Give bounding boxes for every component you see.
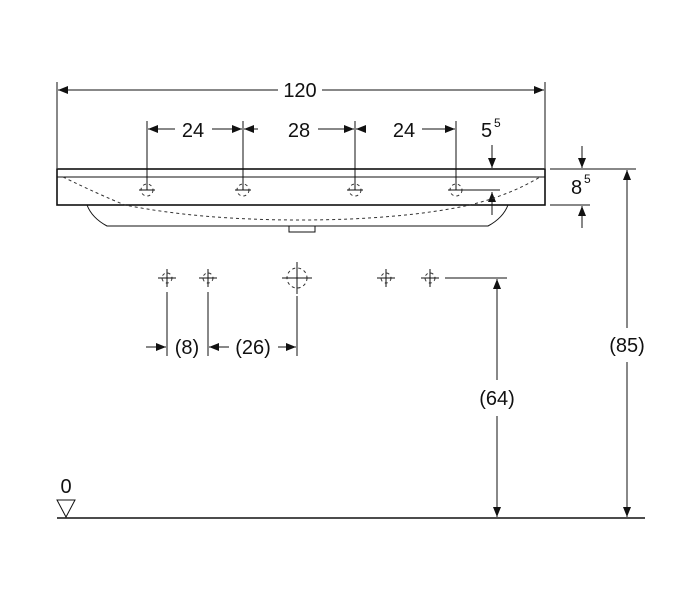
drain-outlet <box>288 225 316 233</box>
level-marker-icon <box>56 499 76 519</box>
rim-thickness-sup: 5 <box>584 172 591 186</box>
connection-height-dimension: (64) <box>479 279 515 517</box>
tap-holes <box>139 183 464 197</box>
drain-offset-label: (26) <box>235 337 271 359</box>
spacing-2-label: 28 <box>288 120 310 142</box>
connection-point <box>421 269 439 287</box>
drain-connection-point <box>282 262 312 294</box>
wall-connection-points <box>158 262 507 294</box>
connection-point <box>199 269 217 287</box>
top-offset-dimension: 5 5 <box>456 116 501 215</box>
tap-hole <box>448 183 464 197</box>
floor-level-label: 0 <box>60 476 71 498</box>
top-offset-sup: 5 <box>494 116 501 130</box>
washbasin-outline <box>56 168 546 233</box>
rim-thickness-dimension: 8 5 <box>550 146 636 228</box>
connection-offset-dimensions: (8) (26) <box>146 292 298 359</box>
spacing-3-label: 24 <box>393 120 415 142</box>
overall-width-dimension: 120 <box>56 80 546 168</box>
tap-hole-spacing-dimension: 24 28 24 <box>146 120 457 190</box>
tap-hole <box>347 183 363 197</box>
overall-width-label: 120 <box>283 80 316 102</box>
hole-offset-label: (8) <box>175 337 199 359</box>
floor-level: 0 <box>56 476 645 519</box>
rim-thickness-label: 8 <box>571 177 582 199</box>
top-offset-label: 5 <box>481 120 492 142</box>
tap-hole <box>235 183 251 197</box>
connection-point <box>158 269 176 287</box>
tap-hole <box>139 183 155 197</box>
total-height-dimension: (85) <box>609 170 645 517</box>
total-height-label: (85) <box>609 335 645 357</box>
connection-height-label: (64) <box>479 388 515 410</box>
spacing-1-label: 24 <box>182 120 204 142</box>
connection-point <box>377 269 395 287</box>
